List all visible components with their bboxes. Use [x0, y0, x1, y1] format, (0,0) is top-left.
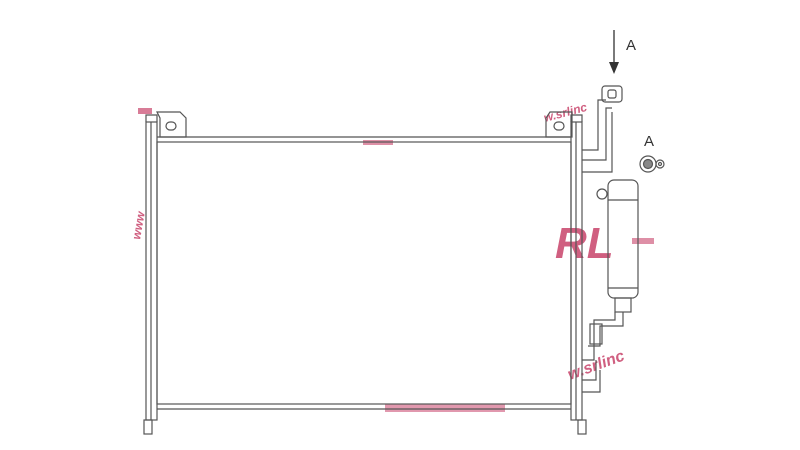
watermark-url-left: www [129, 210, 148, 241]
detail-a-fitting [639, 155, 665, 173]
drier-fitting [596, 188, 608, 200]
pipe-fitting-block [601, 85, 623, 103]
right-tank [545, 111, 587, 435]
bracket-slot [165, 121, 177, 131]
watermark-mark [632, 238, 654, 244]
receiver-drier [582, 179, 639, 393]
condenser-core [156, 141, 572, 405]
right-mounting-bracket [545, 111, 573, 138]
left-bottom-pin [143, 419, 153, 435]
watermark-brand: RL [555, 219, 614, 268]
watermark: RL w.srlinc w.srlinc www [129, 100, 654, 412]
view-arrow [609, 30, 619, 74]
left-tank [143, 111, 187, 435]
watermark-mark [385, 404, 505, 412]
detail-label: A [644, 133, 654, 150]
condenser-assembly [143, 85, 665, 435]
view-arrow-label: A [626, 37, 636, 54]
watermark-mark [138, 108, 152, 114]
refrigerant-pipes [582, 85, 623, 173]
left-mounting-bracket [156, 111, 187, 138]
right-bottom-pin [577, 419, 587, 435]
bracket-slot [553, 121, 565, 131]
